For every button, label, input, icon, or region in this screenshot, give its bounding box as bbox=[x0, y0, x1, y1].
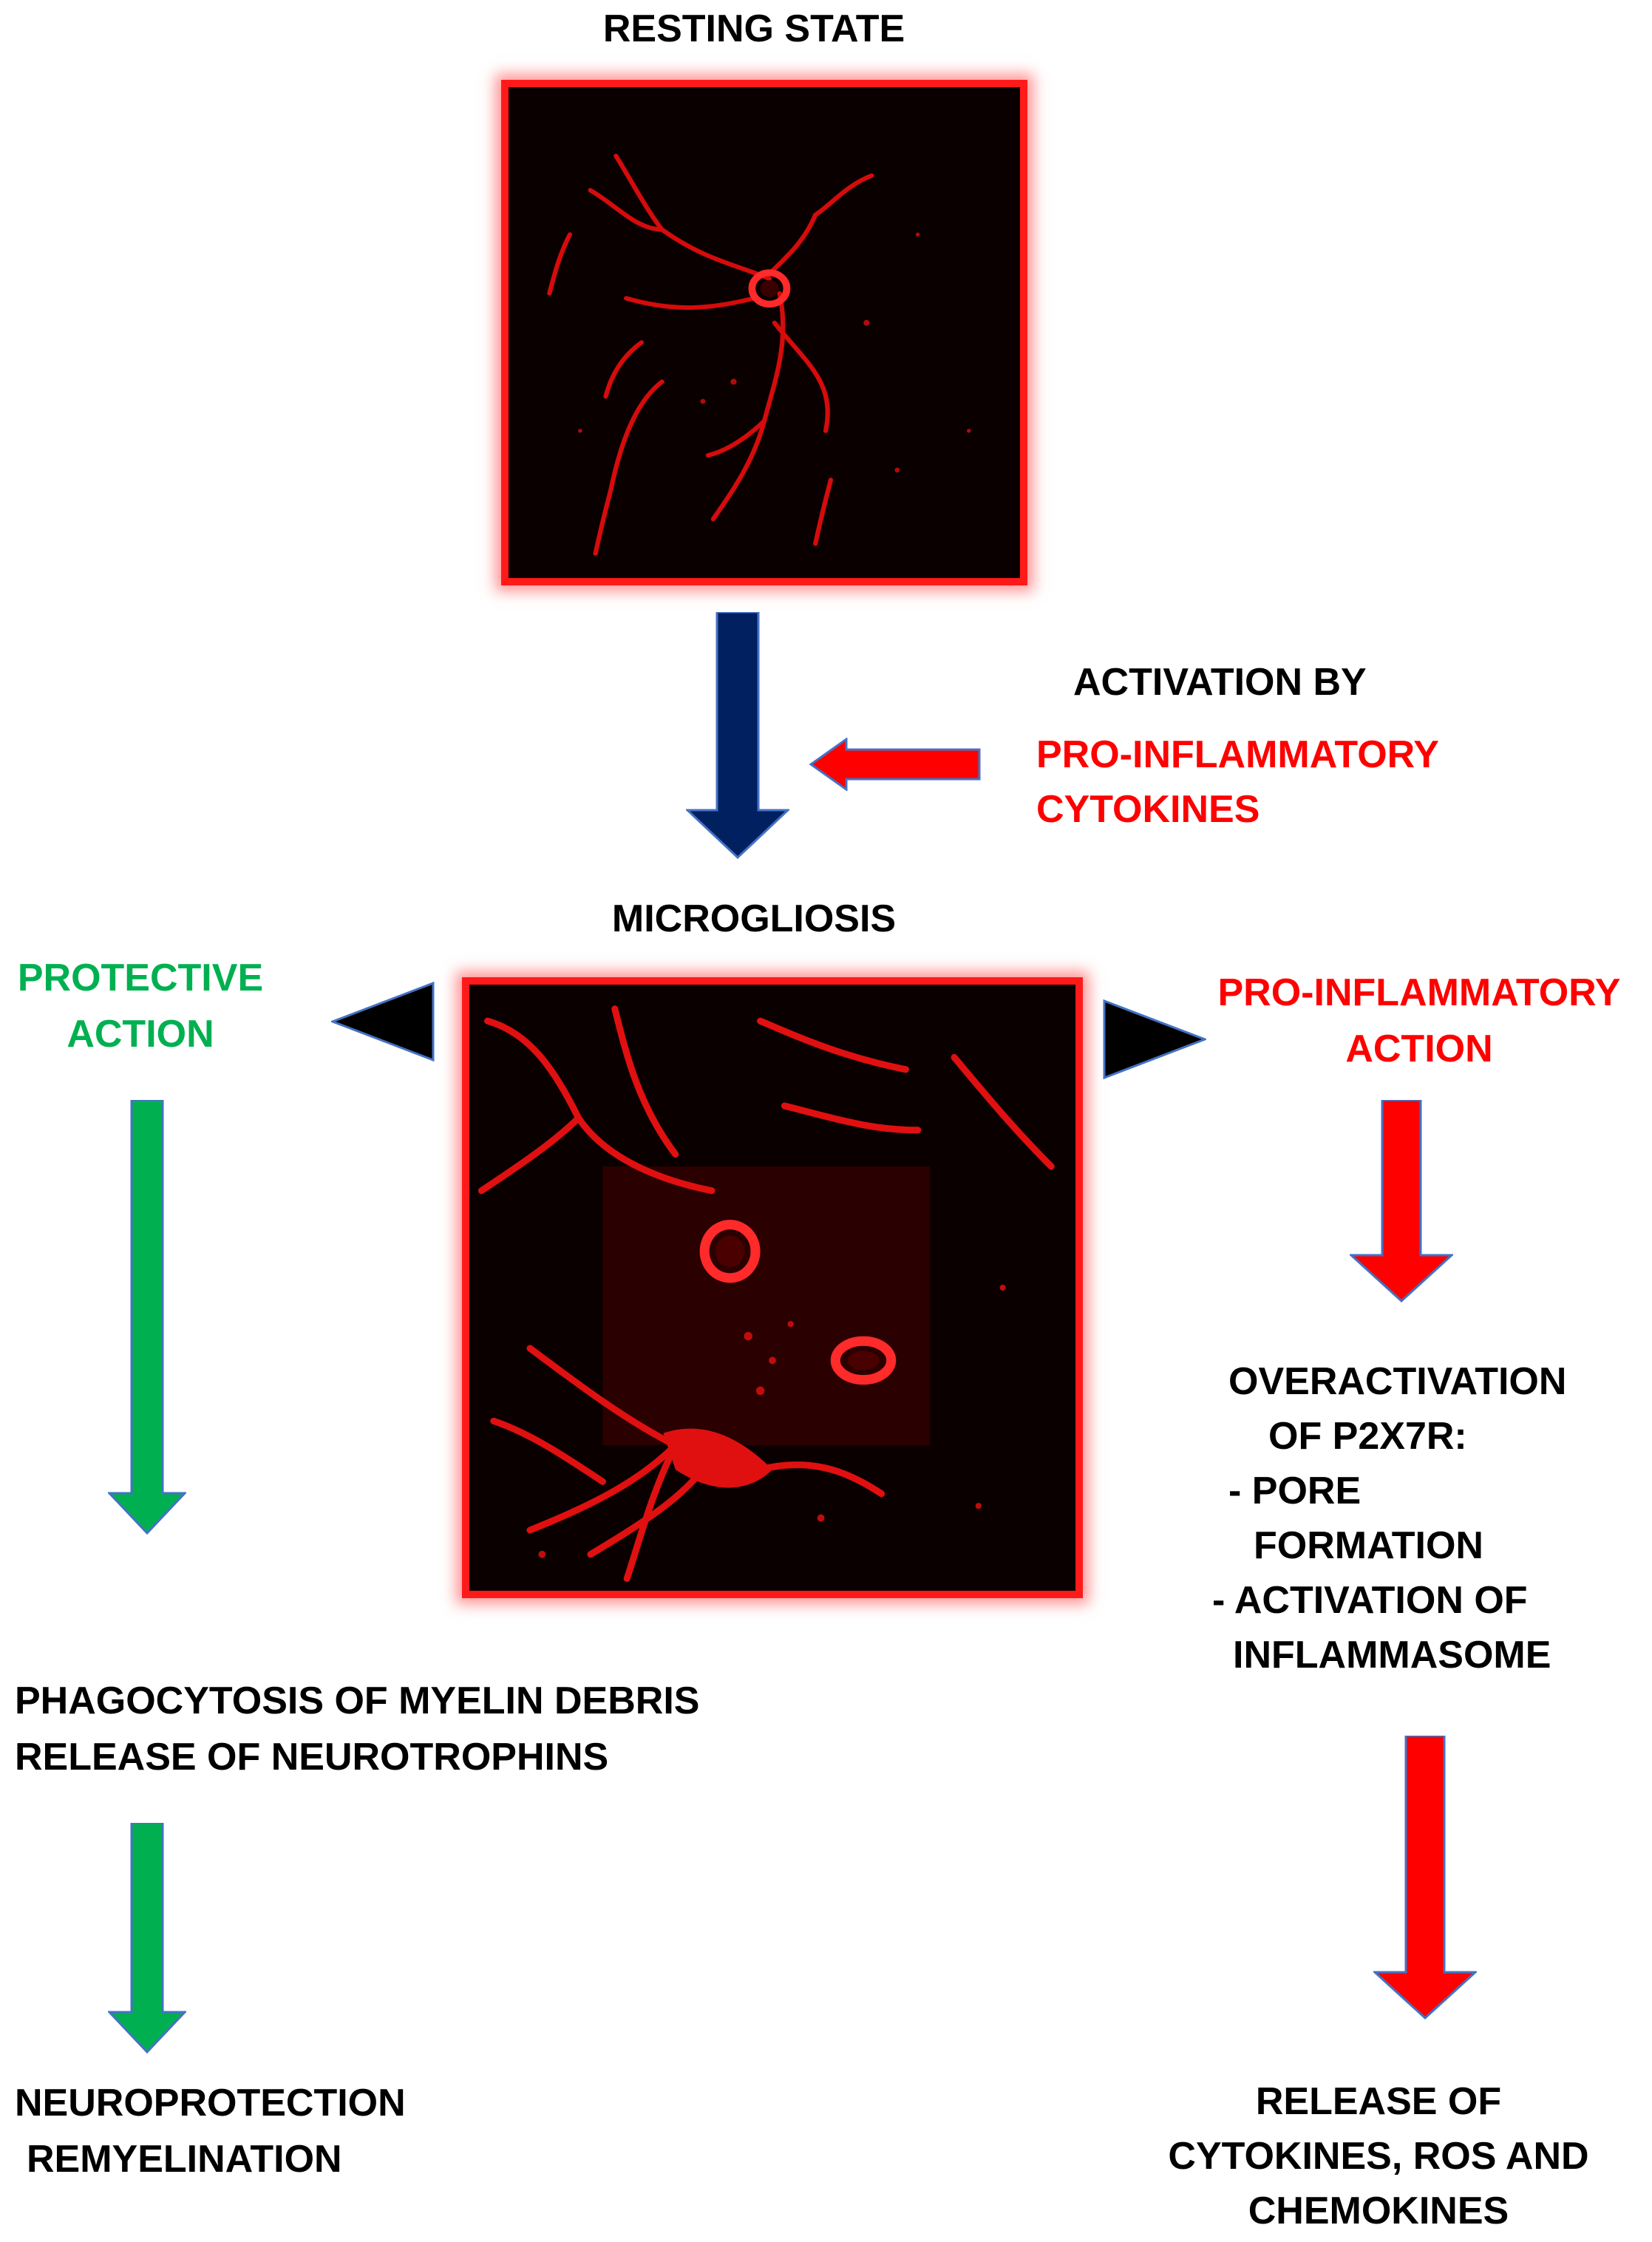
resting-microglia-image bbox=[501, 80, 1027, 585]
down-arrow-icon bbox=[108, 1100, 186, 1535]
release-line2: CYTOKINES, ROS AND bbox=[1168, 2135, 1589, 2178]
proinflammatory-action-line2: ACTION bbox=[1345, 1027, 1493, 1070]
protective-action-line2: ACTION bbox=[67, 1013, 214, 1056]
release-line3: CHEMOKINES bbox=[1248, 2190, 1509, 2232]
microgliosis-image bbox=[462, 977, 1083, 1598]
down-arrow-icon bbox=[108, 1823, 186, 2054]
overactivation-line5: - ACTIVATION OF bbox=[1212, 1579, 1528, 1622]
left-arrow-icon bbox=[809, 738, 981, 791]
phagocytosis-label: PHAGOCYTOSIS OF MYELIN DEBRIS bbox=[15, 1679, 700, 1722]
activation-cytokines-line2: CYTOKINES bbox=[1036, 788, 1260, 831]
neurotrophins-label: RELEASE OF NEUROTROPHINS bbox=[15, 1736, 609, 1779]
overactivation-line6: INFLAMMASOME bbox=[1233, 1634, 1551, 1677]
protective-action-line1: PROTECTIVE bbox=[17, 957, 264, 999]
left-triangle-icon bbox=[331, 982, 435, 1061]
overactivation-line4: FORMATION bbox=[1254, 1524, 1483, 1567]
release-line1: RELEASE OF bbox=[1255, 2080, 1502, 2123]
activation-by-label: ACTIVATION BY bbox=[1073, 661, 1367, 704]
neuroprotection-label: NEUROPROTECTION bbox=[15, 2082, 406, 2124]
overactivation-line1: OVERACTIVATION bbox=[1228, 1360, 1567, 1403]
overactivation-line2: OF P2X7R: bbox=[1268, 1415, 1467, 1458]
down-arrow-icon bbox=[1350, 1100, 1453, 1302]
down-arrow-icon bbox=[686, 612, 789, 859]
microgliosis-title: MICROGLIOSIS bbox=[611, 897, 897, 940]
resting-state-title: RESTING STATE bbox=[602, 7, 905, 50]
remyelination-label: REMYELINATION bbox=[27, 2138, 342, 2181]
down-arrow-icon bbox=[1373, 1736, 1477, 2020]
overactivation-line3: - PORE bbox=[1228, 1470, 1362, 1512]
right-triangle-icon bbox=[1103, 999, 1206, 1079]
proinflammatory-action-line1: PRO-INFLAMMATORY bbox=[1217, 971, 1621, 1014]
activation-cytokines-line1: PRO-INFLAMMATORY bbox=[1036, 733, 1439, 776]
